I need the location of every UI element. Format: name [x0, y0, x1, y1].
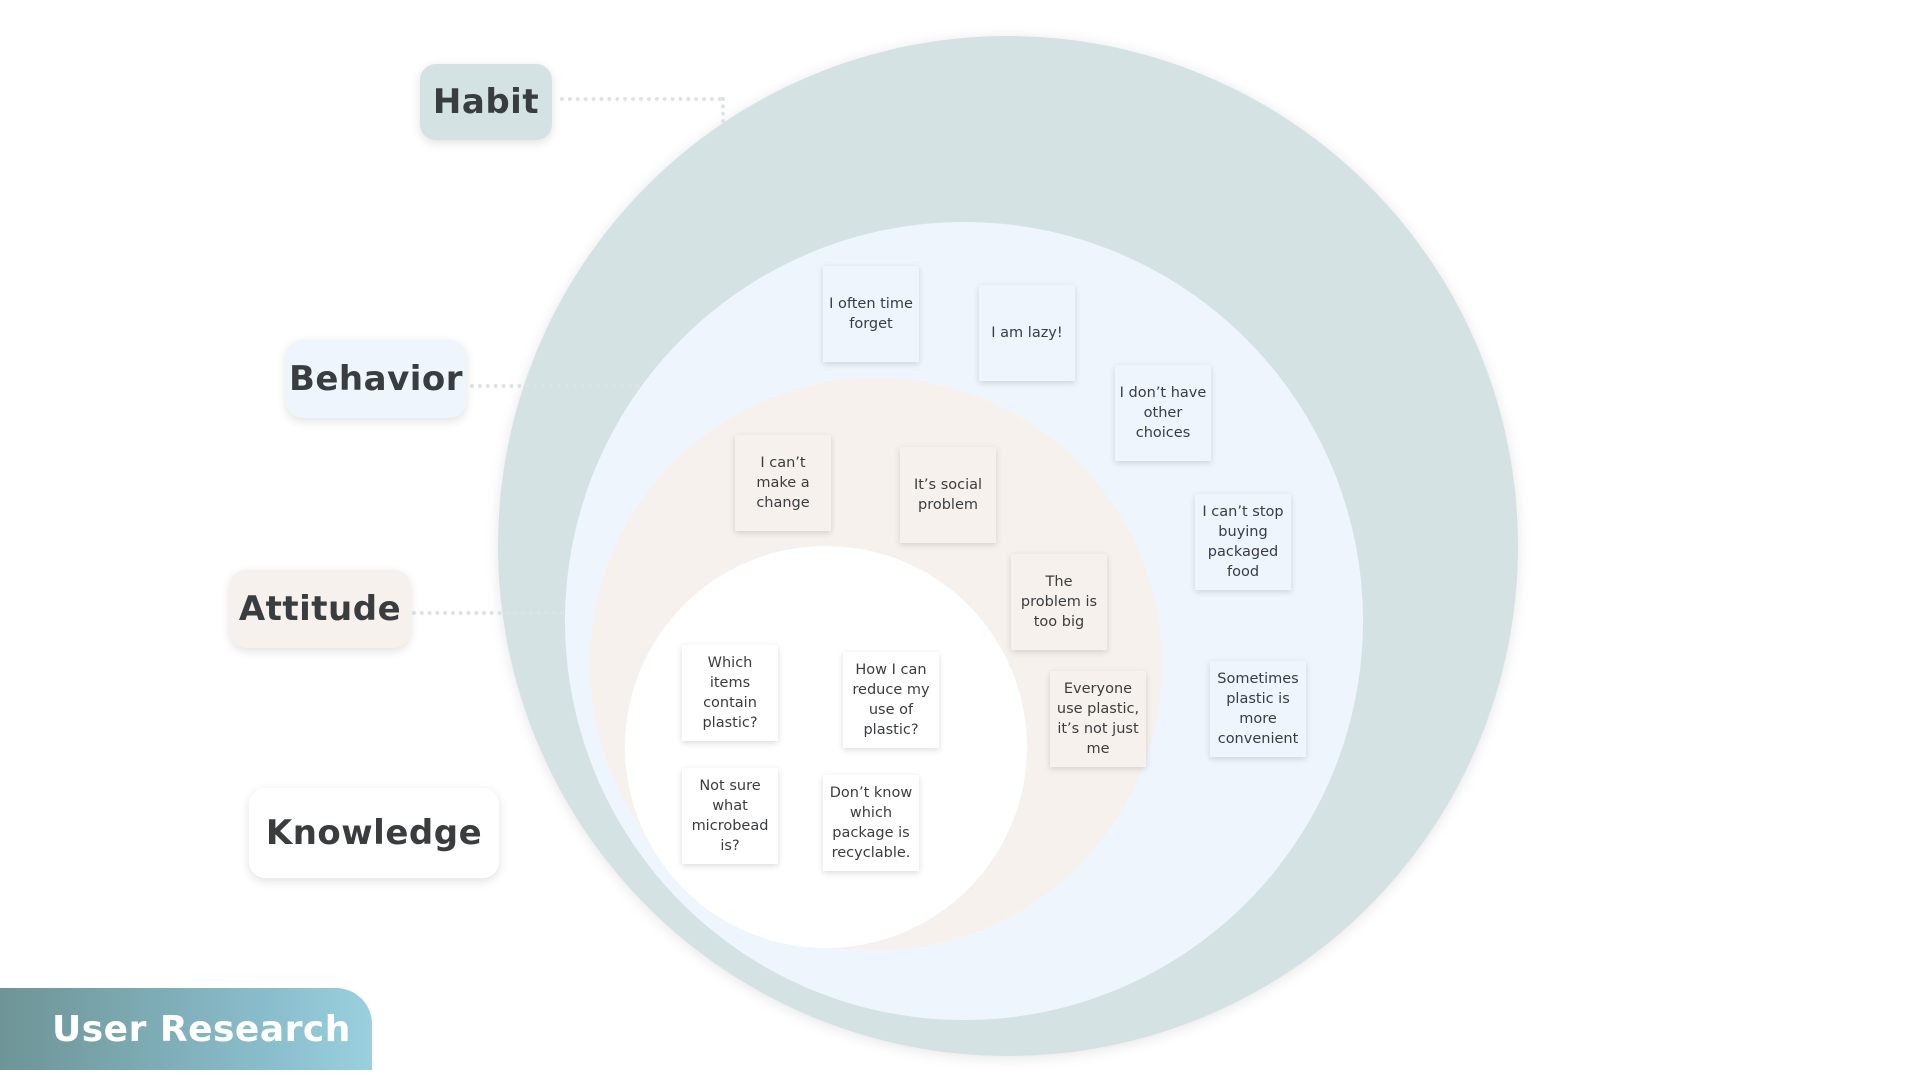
behavior-connector [470, 384, 640, 388]
attitude-label: Attitude [230, 570, 410, 648]
knowledge-note: How I can reduce my use of plastic? [843, 652, 939, 748]
knowledge-label: Knowledge [249, 788, 499, 878]
habit-connector-drop [721, 97, 725, 123]
behavior-note: I don’t have other choices [1115, 365, 1211, 461]
knowledge-note: Don’t know which package is recyclable. [823, 775, 919, 871]
behavior-note: I can’t stop buying packaged food [1195, 494, 1291, 590]
attitude-note: The problem is too big [1011, 554, 1107, 650]
behavior-note: Sometimes plastic is more convenient [1210, 661, 1306, 757]
attitude-note: I can’t make a change [735, 435, 831, 531]
user-research-banner: User Research [0, 988, 372, 1070]
attitude-note: It’s social problem [900, 447, 996, 543]
knowledge-ring [625, 546, 1027, 948]
habit-label: Habit [420, 64, 552, 140]
knowledge-note: Not sure what microbead is? [682, 768, 778, 864]
banner-title: User Research [52, 1008, 351, 1050]
knowledge-note: Which items contain plastic? [682, 645, 778, 741]
attitude-connector [412, 611, 564, 615]
behavior-note: I am lazy! [979, 285, 1075, 381]
attitude-note: Everyone use plastic, it’s not just me [1050, 671, 1146, 767]
habit-connector [560, 97, 722, 101]
behavior-label: Behavior [286, 340, 466, 418]
behavior-note: I often time forget [823, 266, 919, 362]
